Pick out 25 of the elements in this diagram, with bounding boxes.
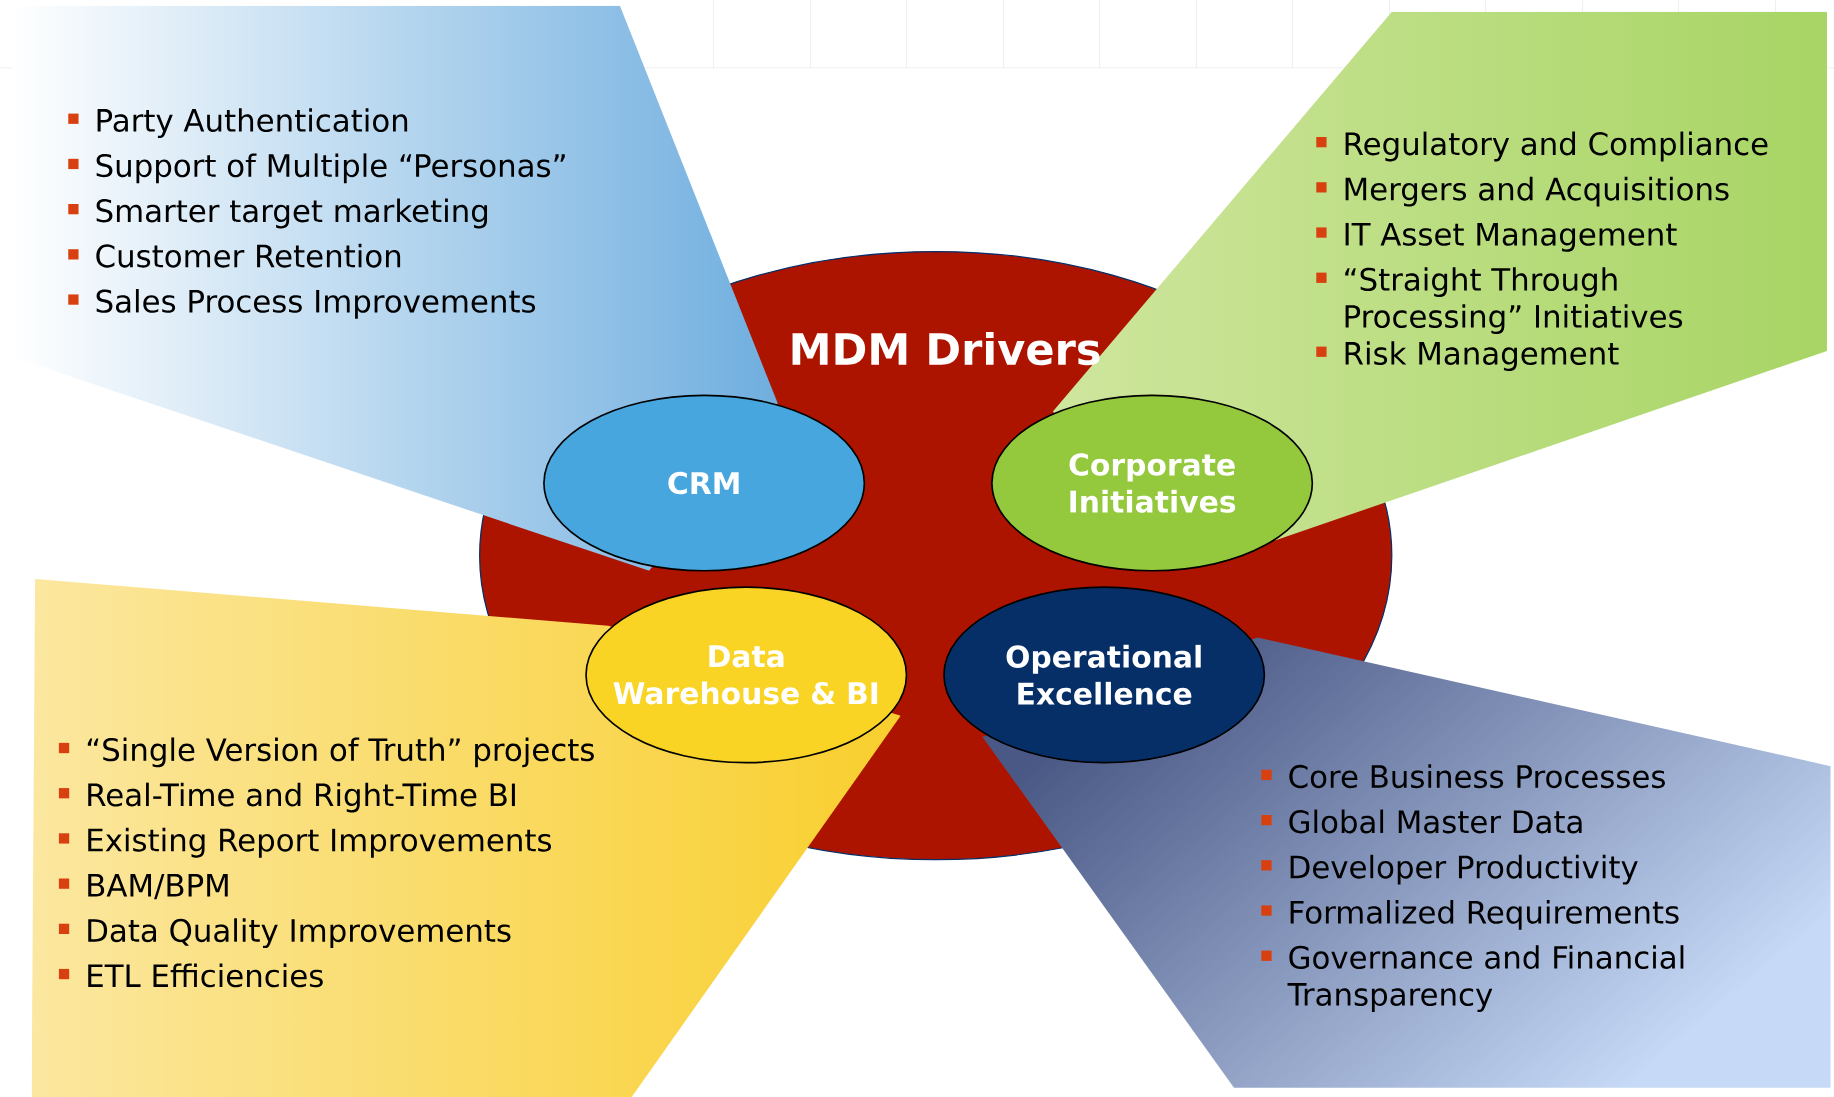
- list-item: Sales Process Improvements: [96, 288, 536, 319]
- title-text: MDM Drivers: [792, 331, 1100, 366]
- list-item: Global Master Data: [1289, 809, 1582, 834]
- list-item: Regulatory and Compliance: [1345, 131, 1768, 162]
- list-item: Existing Report Improvements: [88, 827, 552, 858]
- callout-panel: [58, 737, 594, 988]
- list-item: BAM/BPM: [88, 873, 228, 900]
- list-item: Developer Productivity: [1290, 854, 1638, 885]
- list-item: Party Authentication: [97, 108, 408, 138]
- list-item: Mergers and Acquisitions: [1345, 176, 1729, 207]
- list-item: Real-Time and Right-Time BI: [88, 782, 515, 813]
- list-item: Risk Management: [1345, 341, 1619, 371]
- list-item: Support of Multiple “Personas”: [96, 153, 565, 184]
- list-item: “Straight Through Processing” Initiatives: [1345, 267, 1683, 334]
- list-item: Customer Retention: [96, 243, 401, 268]
- list-item: IT Asset Management: [1345, 222, 1677, 252]
- callout-panel: [1316, 131, 1768, 371]
- callout-panel: [1261, 764, 1684, 1012]
- list-item: Governance and Financial Transparency: [1287, 945, 1684, 1012]
- list-item: ETL Efficiencies: [88, 963, 323, 988]
- list-item: Core Business Processes: [1289, 764, 1665, 789]
- callout-panel: [68, 108, 565, 319]
- list-item: Formalized Requirements: [1290, 899, 1679, 930]
- list-item: Data Quality Improvements: [88, 918, 511, 949]
- list-item: Smarter target marketing: [96, 198, 487, 229]
